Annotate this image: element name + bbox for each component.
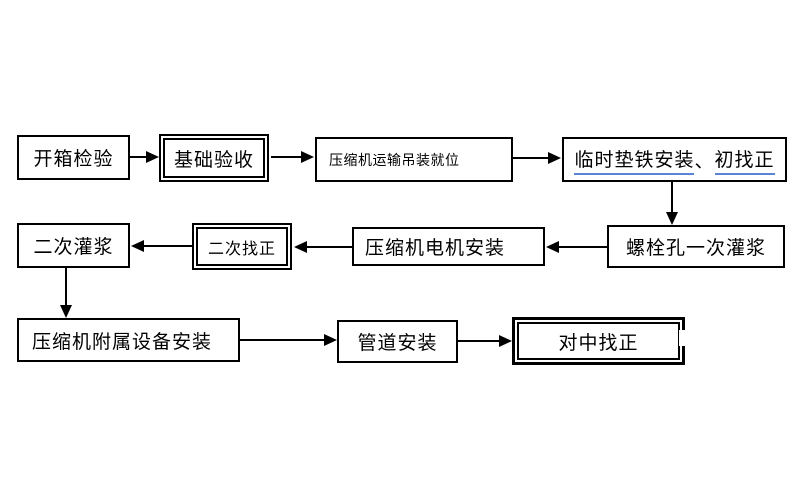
flow-node-centering-alignment: 对中找正 xyxy=(512,317,685,365)
node-label-underlined: 初找正 xyxy=(714,145,775,175)
arrow-line-grouting-to-auxiliary xyxy=(65,268,67,306)
arrow-line-motor-to-secondary-alignment xyxy=(306,246,352,248)
node-label: 对中找正 xyxy=(558,332,639,354)
flow-node-pipeline-install: 管道安装 xyxy=(337,320,458,363)
flow-node-bolt-hole-grouting: 螺栓孔一次灌浆 xyxy=(607,225,785,268)
arrowhead-auxiliary-to-pipeline xyxy=(324,334,337,346)
flow-node-unpack-inspection: 开箱检验 xyxy=(17,135,130,180)
node-label: 管道安装 xyxy=(357,333,438,354)
arrow-line-unpack-to-foundation xyxy=(130,156,148,158)
node-label: 基础验收 xyxy=(173,149,254,171)
arrowhead-unpack-to-foundation xyxy=(146,151,159,163)
flow-node-auxiliary-install: 压缩机附属设备安装 xyxy=(17,318,240,362)
arrow-line-shim-to-bolt-grouting xyxy=(671,182,673,213)
arrowhead-grouting-to-auxiliary xyxy=(60,305,72,318)
arrowhead-foundation-to-transport xyxy=(301,151,314,163)
flow-node-transport-hoist: 压缩机运输吊装就位 xyxy=(315,137,513,182)
node-label: 开箱检验 xyxy=(33,149,114,170)
arrow-line-pipeline-to-centering xyxy=(458,340,500,342)
arrowhead-bolt-grouting-to-motor xyxy=(546,241,559,253)
arrow-line-bolt-grouting-to-motor xyxy=(558,246,607,248)
flow-node-secondary-grouting: 二次灌浆 xyxy=(17,223,130,268)
node-label: 压缩机电机安装 xyxy=(365,238,506,259)
arrow-line-transport-to-shim xyxy=(513,157,550,159)
flow-node-secondary-alignment: 二次找正 xyxy=(192,223,292,270)
watermark-remnant xyxy=(679,330,688,346)
node-label: 二次灌浆 xyxy=(33,237,114,258)
arrowhead-motor-to-secondary-alignment xyxy=(294,241,307,253)
arrowhead-secondary-alignment-to-grouting xyxy=(131,240,144,252)
flow-node-foundation-acceptance: 基础验收 xyxy=(159,134,269,182)
arrowhead-transport-to-shim xyxy=(548,152,561,164)
arrowhead-pipeline-to-centering xyxy=(499,335,512,347)
node-label: 压缩机附属设备安装 xyxy=(32,331,213,353)
flow-node-temp-shim: 临时垫铁安装、初找正 xyxy=(562,137,787,182)
flow-node-motor-install: 压缩机电机安装 xyxy=(352,227,545,266)
arrowhead-shim-to-bolt-grouting xyxy=(666,212,678,225)
arrow-line-foundation-to-transport xyxy=(271,156,303,158)
node-label-separator: 、 xyxy=(694,151,715,172)
arrow-line-auxiliary-to-pipeline xyxy=(240,339,325,341)
node-label: 压缩机运输吊装就位 xyxy=(329,151,460,168)
arrow-line-secondary-alignment-to-grouting xyxy=(143,245,193,247)
node-label-underlined: 临时垫铁安装 xyxy=(574,145,695,175)
node-label: 二次找正 xyxy=(207,240,276,258)
node-label: 螺栓孔一次灌浆 xyxy=(625,238,766,259)
